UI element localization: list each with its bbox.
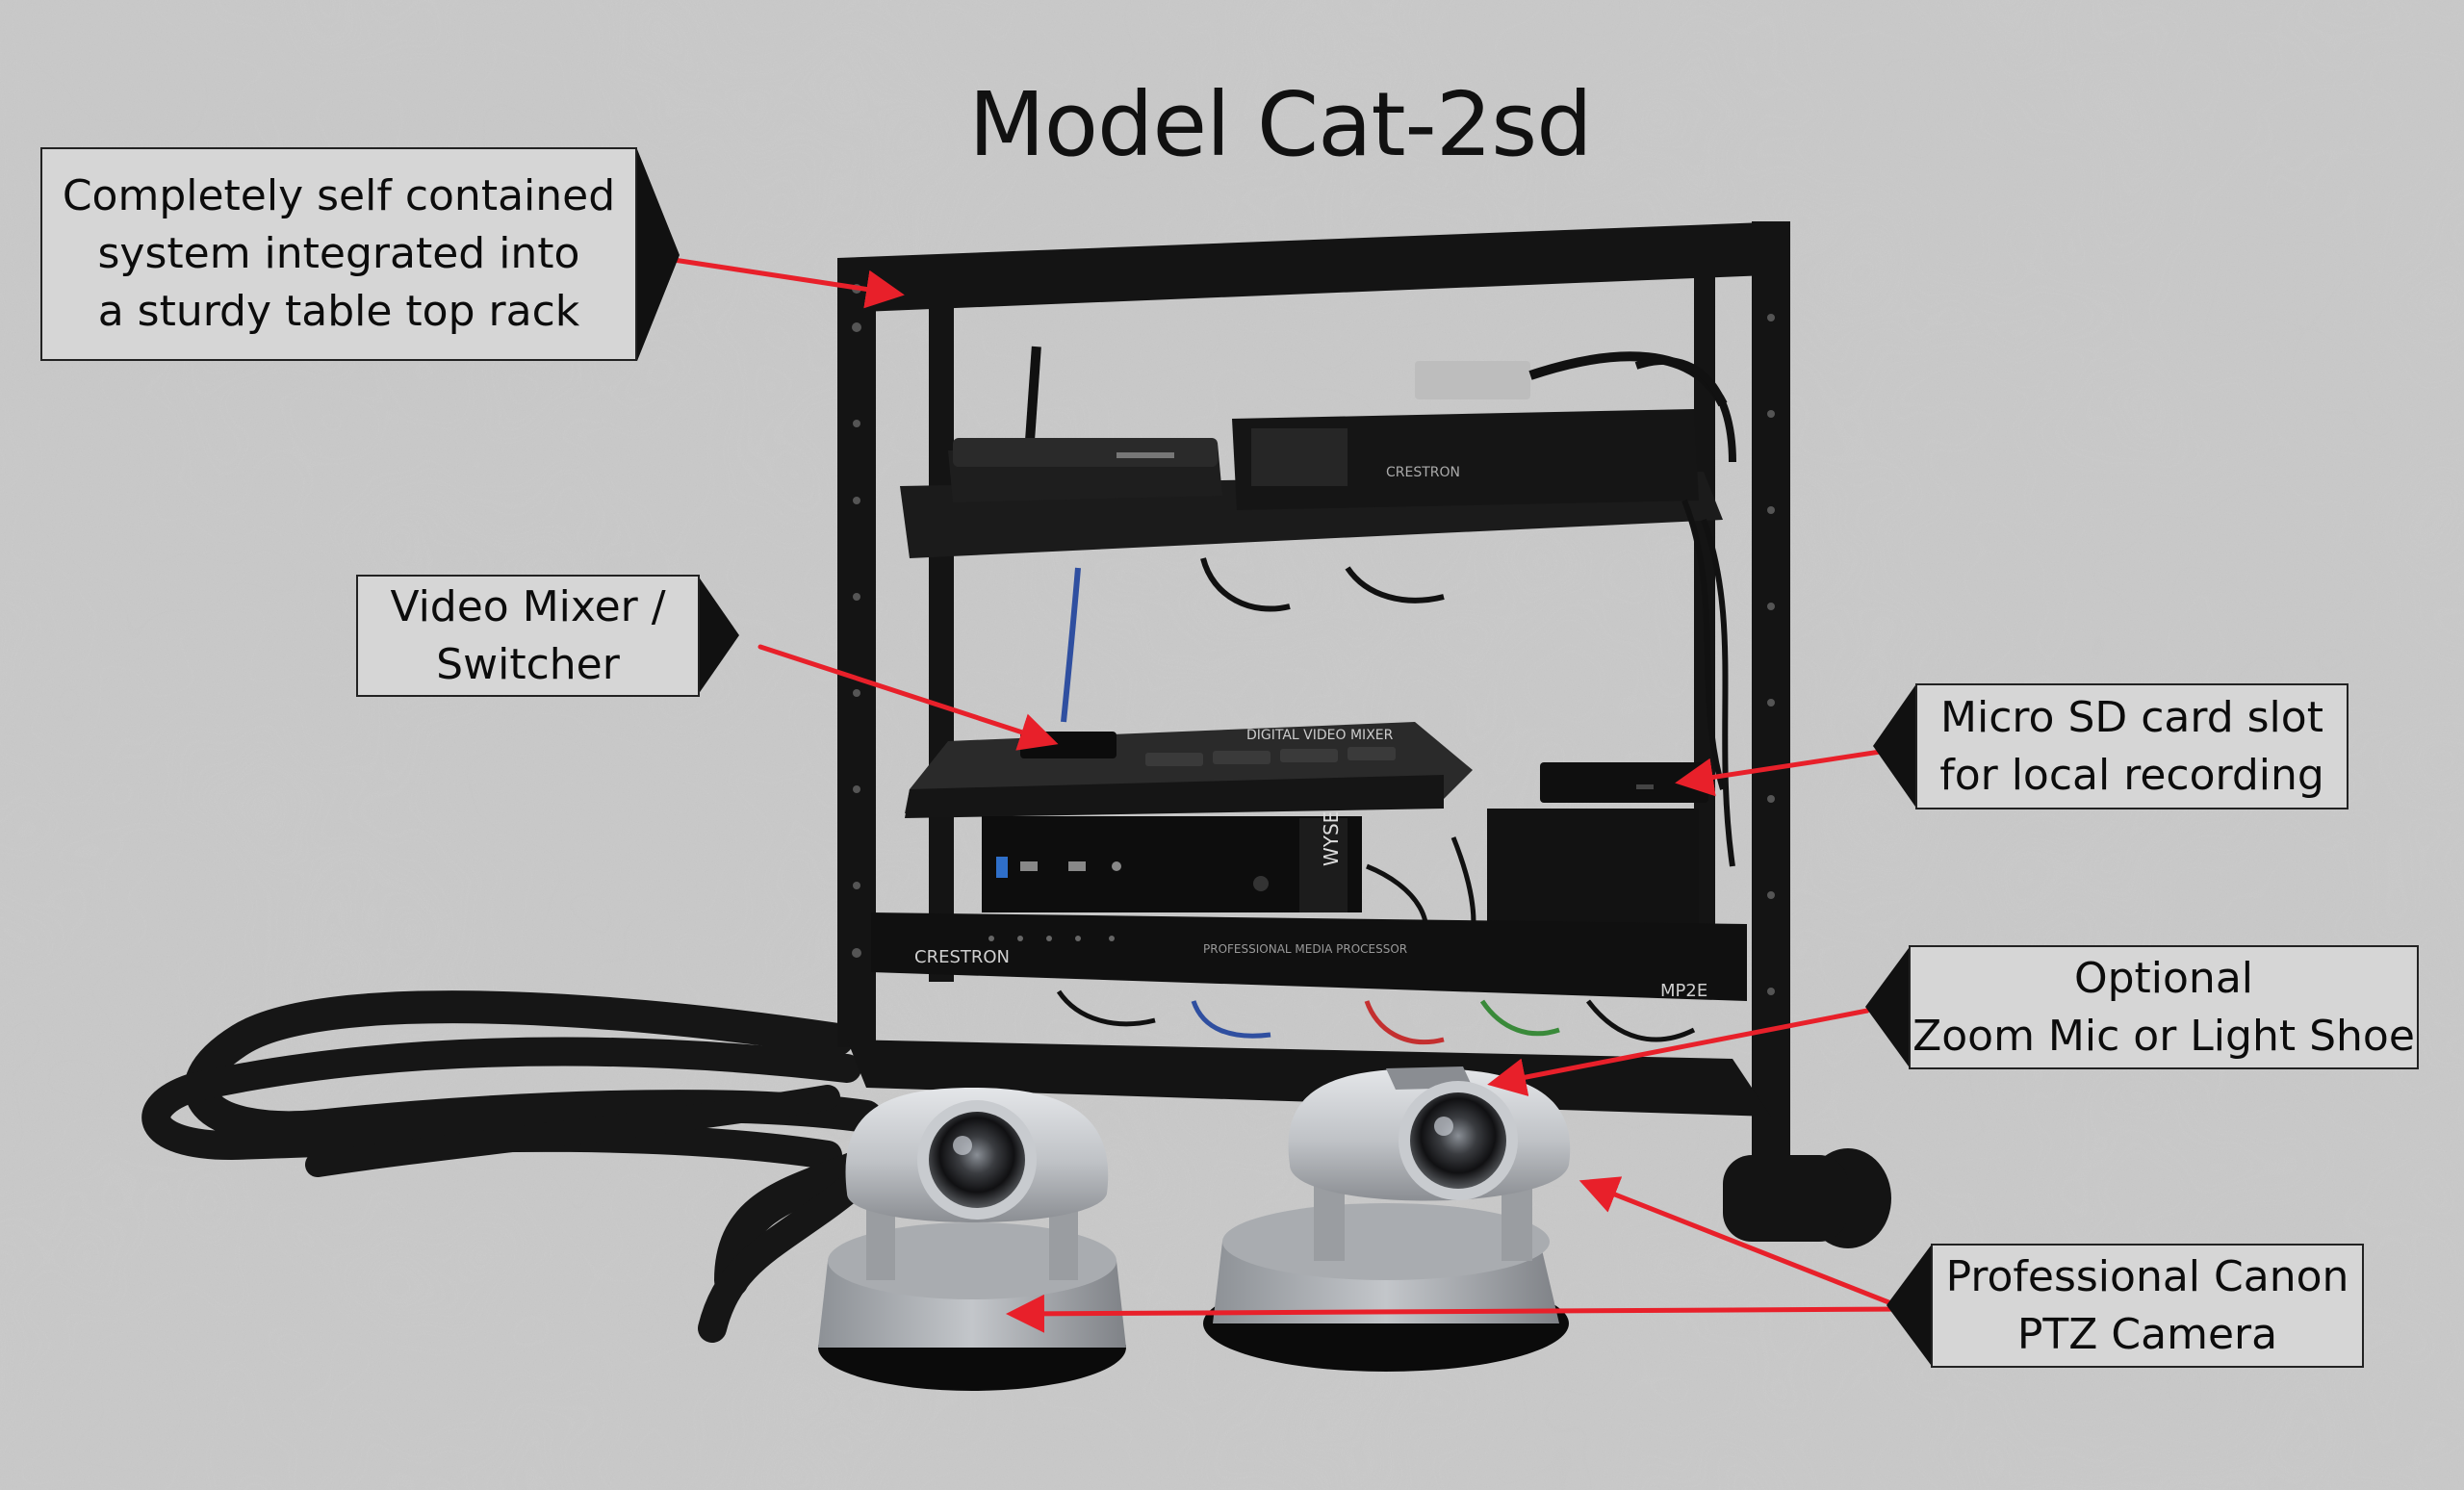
arrow-rack (671, 257, 905, 309)
callout-rack-line-3: a sturdy table top rack (97, 287, 580, 336)
callout-sd-line-2: for local recording (1939, 750, 2324, 800)
svg-text:MP2E: MP2E (1660, 981, 1707, 1001)
callout-mixer-line-1: Video Mixer / (390, 581, 666, 631)
callout-rack-line-2: system integrated into (97, 229, 580, 278)
callout-mixer-line-2: Switcher (436, 639, 620, 689)
arrow-mixer (757, 644, 1059, 751)
video-mixer: DIGITAL VIDEO MIXER (905, 722, 1473, 818)
crestron-processor: CRESTRON PROFESSIONAL MEDIA PROCESSOR MP… (871, 912, 1747, 1001)
cable-bundle (141, 990, 941, 1343)
callout-camera-line-1: Professional Canon (1945, 1251, 2349, 1301)
svg-text:CRESTRON: CRESTRON (1386, 465, 1460, 480)
svg-text:DIGITAL VIDEO MIXER: DIGITAL VIDEO MIXER (1246, 728, 1394, 743)
left-ptz-camera (818, 1088, 1126, 1391)
callout-rack-line-1: Completely self contained (62, 171, 616, 220)
callout-micro-sd: Micro SD card slot for local recording (1915, 683, 2348, 809)
arrow-mic (1487, 1008, 1870, 1096)
callout-pointers (637, 149, 1931, 1365)
svg-text:CRESTRON: CRESTRON (914, 947, 1010, 967)
router (948, 438, 1222, 502)
arrow-camera-left (1006, 1294, 1909, 1333)
callout-mic-line-1: Optional (2073, 953, 2254, 1003)
callout-optional-mic: Optional Zoom Mic or Light Shoe (1909, 945, 2419, 1069)
sd-recorder (1540, 762, 1708, 803)
arrow-camera-right (1578, 1176, 1909, 1312)
callout-arrows (671, 257, 1909, 1333)
crestron-top-box: CRESTRON (1232, 409, 1699, 510)
callout-sd-line-1: Micro SD card slot (1940, 692, 2323, 742)
callout-camera-line-2: PTZ Camera (2016, 1309, 2278, 1359)
callout-mic-line-2: Zoom Mic or Light Shoe (1912, 1011, 2415, 1061)
svg-text:WYSE: WYSE (1320, 811, 1343, 866)
svg-text:PROFESSIONAL MEDIA PROCESSOR: PROFESSIONAL MEDIA PROCESSOR (1203, 942, 1407, 956)
page-title: Model Cat-2sd (968, 73, 1592, 176)
callout-rack: Completely self contained system integra… (40, 147, 637, 361)
callout-ptz-camera: Professional Canon PTZ Camera (1931, 1244, 2364, 1368)
arrow-sd (1675, 748, 1889, 797)
right-ptz-camera (1203, 1066, 1571, 1372)
power-box (1487, 809, 1699, 934)
wyse-thin-client: WYSE (982, 811, 1362, 912)
callout-video-mixer: Video Mixer / Switcher (356, 575, 700, 697)
